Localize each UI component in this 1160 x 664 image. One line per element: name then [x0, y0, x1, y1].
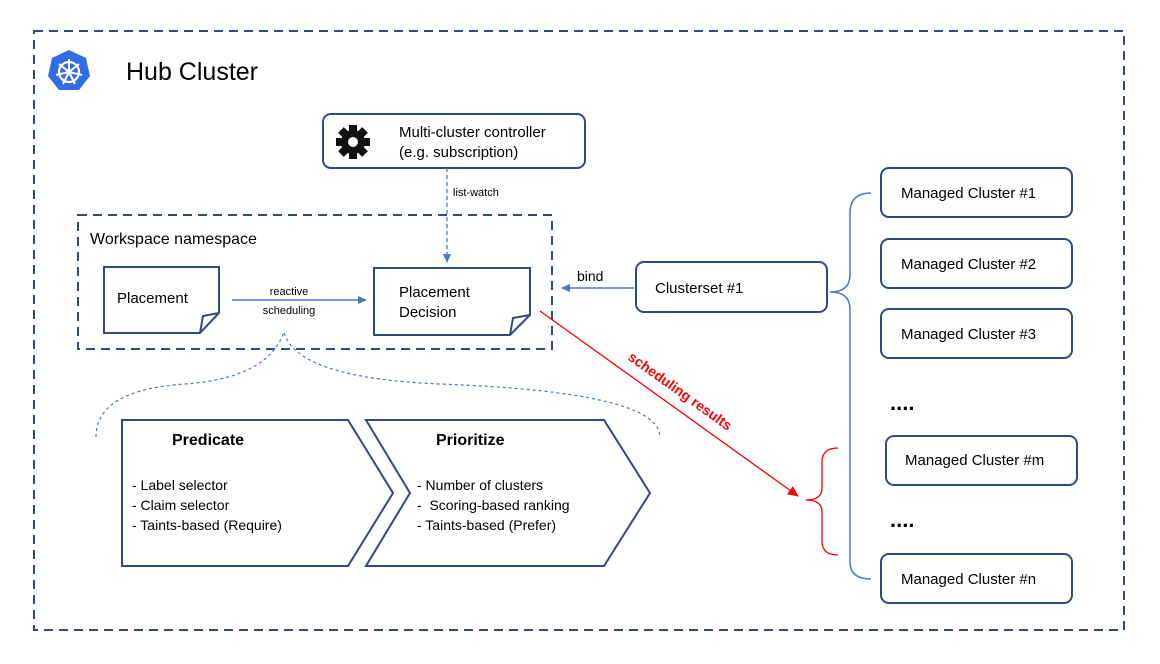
placement-decision-line2: Decision — [399, 304, 457, 321]
prioritize-stage — [364, 419, 652, 567]
prioritize-item-1: - Number of clusters — [417, 477, 543, 493]
managed-cluster-m-box — [885, 435, 1078, 486]
scheduling-results-label: scheduling results — [625, 348, 735, 433]
controller-label-line2: (e.g. subscription) — [399, 144, 518, 161]
managed-cluster-n-box — [880, 553, 1073, 604]
predicate-item-2: - Claim selector — [132, 497, 230, 513]
hub-cluster-boundary — [33, 30, 1125, 631]
scheduling-results-arrow — [539, 310, 799, 497]
managed-cluster-3-box — [880, 308, 1073, 359]
workspace-namespace-box — [77, 214, 553, 350]
clusterset-label: Clusterset #1 — [655, 280, 743, 297]
managed-cluster-3-label: Managed Cluster #3 — [901, 326, 1036, 343]
placement-decision-line1: Placement — [399, 284, 471, 301]
prioritize-title: Prioritize — [436, 432, 505, 449]
managed-cluster-1-box — [880, 167, 1073, 218]
hub-cluster-title: Hub Cluster — [126, 58, 258, 86]
selected-clusters-brace — [805, 447, 839, 556]
managed-cluster-2-box — [880, 238, 1073, 289]
placement-node — [103, 266, 220, 334]
workspace-namespace-label: Workspace namespace — [90, 231, 257, 248]
zoom-callout-curve — [95, 329, 661, 438]
kubernetes-helm-icon — [48, 50, 90, 90]
managed-cluster-n-label: Managed Cluster #n — [901, 571, 1036, 588]
reactive-label-line2: scheduling — [263, 305, 316, 317]
prioritize-item-2: - Scoring-based ranking — [417, 497, 570, 513]
managed-cluster-m-label: Managed Cluster #m — [905, 452, 1044, 469]
predicate-item-3: - Taints-based (Require) — [132, 517, 282, 533]
placement-decision-node — [373, 267, 531, 336]
ellipsis-lower: .... — [890, 507, 914, 532]
controller-box — [322, 113, 586, 169]
gear-icon — [336, 125, 370, 159]
predicate-item-1: - Label selector — [132, 477, 228, 493]
managed-cluster-list: Managed Cluster #1 Managed Cluster #2 Ma… — [880, 167, 1078, 604]
controller-label-line1: Multi-cluster controller — [399, 124, 546, 141]
predicate-title: Predicate — [172, 432, 244, 449]
reactive-label-line1: reactive — [270, 286, 309, 298]
managed-cluster-1-label: Managed Cluster #1 — [901, 185, 1036, 202]
bind-label: bind — [577, 268, 603, 284]
ellipsis-upper: .... — [890, 390, 914, 415]
prioritize-item-3: - Taints-based (Prefer) — [417, 517, 556, 533]
clusterset-members-brace — [829, 192, 872, 580]
clusterset-box — [635, 261, 828, 313]
managed-cluster-2-label: Managed Cluster #2 — [901, 256, 1036, 273]
list-watch-label: list-watch — [453, 187, 499, 199]
placement-label: Placement — [117, 290, 189, 307]
predicate-stage — [121, 419, 395, 567]
